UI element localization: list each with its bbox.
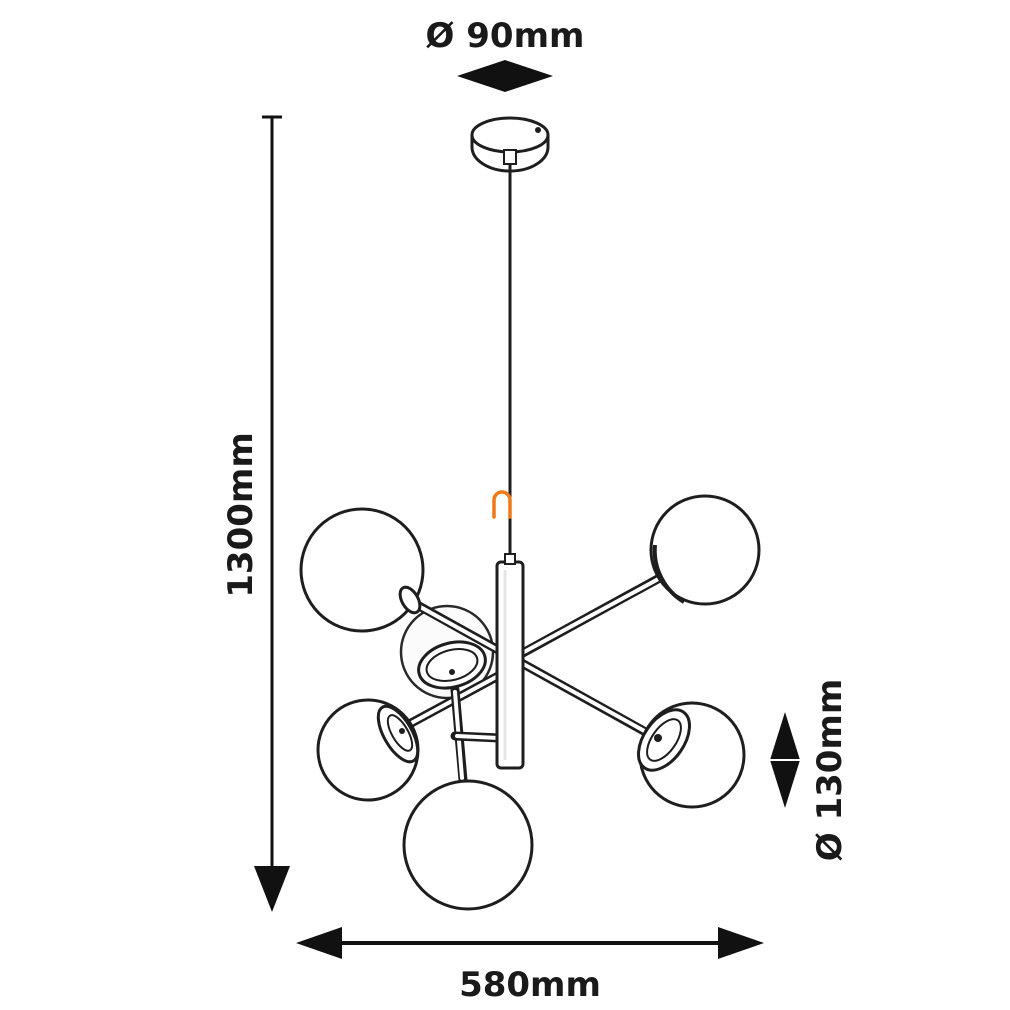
width-arrow-left	[296, 927, 342, 959]
height-dimension: 1300mm	[221, 115, 290, 912]
globe-bottom-right	[637, 701, 746, 809]
pendant-lamp	[299, 116, 761, 911]
width-dimension: 580mm	[296, 927, 764, 1005]
width-arrow-right	[718, 927, 764, 959]
globe-top-left	[299, 507, 425, 633]
ceiling-canopy	[470, 116, 550, 173]
center-socket	[417, 640, 487, 690]
canopy-diameter-dimension: Ø 90mm	[426, 16, 585, 92]
width-label: 580mm	[459, 965, 601, 1005]
globe-diameter-dimension: Ø 130mm	[770, 679, 850, 862]
height-label: 1300mm	[221, 432, 261, 597]
hanging-hook-icon	[492, 490, 512, 519]
globe-bottom	[402, 779, 534, 911]
globe-bottom-left	[316, 698, 420, 802]
globe-diameter-label: Ø 130mm	[810, 679, 850, 862]
canopy-width-arrow	[457, 60, 553, 92]
height-arrow-head	[254, 866, 290, 912]
central-rod	[495, 553, 525, 770]
globe-top-right	[649, 494, 761, 606]
canopy-diameter-label: Ø 90mm	[426, 16, 585, 56]
